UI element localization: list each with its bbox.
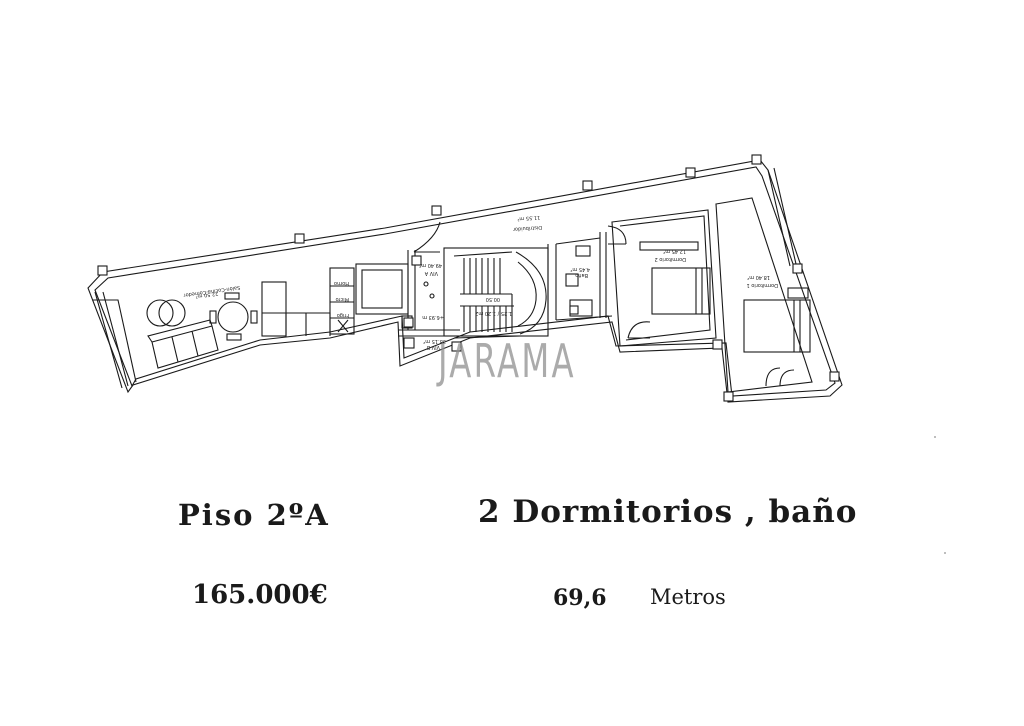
appliance-x bbox=[337, 319, 349, 333]
fixture bbox=[429, 293, 435, 299]
floor-plan: 22.50 m² Salón-Cocina-Comedor 11.55 m² D… bbox=[87, 154, 843, 403]
label-distribuidor-area: 11.55 m² bbox=[517, 214, 540, 222]
label-bano-name: Baño bbox=[575, 272, 588, 278]
elevator-shaft-inner bbox=[361, 269, 403, 309]
pillar bbox=[97, 265, 108, 276]
elevator-shaft bbox=[355, 263, 409, 315]
dorm1-bed bbox=[743, 299, 811, 353]
dorm1-wardrobe bbox=[787, 287, 809, 299]
apartment-unit: Piso 2ºA bbox=[178, 498, 330, 532]
pillar bbox=[685, 167, 696, 178]
label-viva-name: VIV A bbox=[424, 270, 438, 276]
surface-value: 69,6 bbox=[553, 585, 607, 611]
label-frigo: Frigo bbox=[337, 312, 349, 318]
pillar bbox=[723, 391, 734, 402]
label-distribuidor-name: Distribuidor bbox=[512, 224, 543, 232]
pillar bbox=[569, 305, 579, 315]
pillar bbox=[451, 341, 462, 352]
exterior-wall-inner bbox=[94, 166, 836, 397]
label-dorm2-name: Dormitorio 2 bbox=[655, 256, 686, 262]
bedrooms-summary: 2 Dormitorios , baño bbox=[478, 494, 858, 530]
label-vivb-area: 38.15 m² bbox=[423, 338, 446, 344]
label-stair-a: 00.50 bbox=[486, 296, 500, 302]
label-stair-b: 1.25 / 1.20 m2 bbox=[475, 310, 512, 316]
chair bbox=[226, 333, 242, 341]
label-vivb-name: VIV B bbox=[426, 344, 440, 350]
bath-door bbox=[607, 225, 627, 245]
coffee-table-b bbox=[158, 299, 186, 327]
surface-unit: Metros bbox=[650, 585, 726, 609]
pillar bbox=[751, 154, 762, 165]
dorm2-walls bbox=[611, 209, 717, 347]
fixture bbox=[423, 281, 429, 287]
stair-rail bbox=[453, 251, 521, 339]
dorm1-bed-sheet bbox=[793, 300, 801, 352]
label-dorm1-name: Dormitorio 1 bbox=[747, 282, 778, 288]
washbasin bbox=[565, 273, 579, 287]
label-dorm2-area: 12.45 m² bbox=[663, 248, 686, 254]
dorm1-window bbox=[767, 167, 797, 267]
pillar bbox=[712, 339, 723, 350]
appliance-column bbox=[329, 267, 355, 335]
sofa bbox=[147, 319, 219, 369]
chair bbox=[250, 310, 258, 324]
bath-walls bbox=[547, 232, 613, 321]
dorm2-bed bbox=[651, 267, 711, 315]
label-micro: Micro bbox=[336, 296, 349, 302]
shaft-small bbox=[403, 337, 415, 349]
label-viva-area: 49.40 m² bbox=[419, 262, 442, 268]
dorm2-bed-sheet bbox=[695, 268, 703, 314]
scan-speck bbox=[944, 552, 946, 554]
chair bbox=[224, 292, 240, 300]
label-nivel: +6.93 m bbox=[422, 314, 444, 320]
coffee-table-a bbox=[146, 299, 174, 327]
pillar bbox=[582, 180, 593, 191]
stair-curve-inner bbox=[517, 261, 537, 327]
dorm1-door bbox=[765, 367, 795, 387]
watermark-logo: JARAMA bbox=[438, 334, 576, 388]
salon-left-wall bbox=[94, 291, 129, 389]
pillar bbox=[294, 233, 305, 244]
core-walls bbox=[398, 250, 460, 337]
salon-side-wall bbox=[92, 299, 137, 383]
pillar bbox=[829, 371, 840, 382]
pillar bbox=[403, 317, 414, 328]
chair bbox=[209, 310, 217, 324]
dorm2-wardrobe bbox=[639, 241, 699, 251]
pillar bbox=[431, 205, 442, 216]
kitchen-counter bbox=[261, 281, 287, 337]
dining-table bbox=[217, 301, 249, 333]
price: 165.000€ bbox=[192, 580, 328, 610]
label-bano-area: 4.45 m² bbox=[570, 266, 590, 272]
appliance-dividers bbox=[330, 285, 354, 319]
label-salon-area: 22.50 m² bbox=[195, 290, 218, 299]
label-dorm1-area: 18.40 m² bbox=[747, 274, 770, 280]
pillar bbox=[411, 255, 422, 266]
stair-treads bbox=[460, 258, 514, 332]
pillar bbox=[792, 263, 803, 274]
viv-a-door bbox=[413, 221, 441, 253]
toilet bbox=[575, 245, 591, 257]
scan-speck bbox=[934, 436, 936, 438]
label-horno: Horno bbox=[334, 280, 349, 286]
stair-curve bbox=[515, 251, 547, 335]
dorm1-walls bbox=[715, 197, 813, 393]
kitchen-counter-run bbox=[262, 312, 331, 336]
stairwell bbox=[443, 247, 549, 337]
dorm2-door bbox=[627, 321, 651, 339]
